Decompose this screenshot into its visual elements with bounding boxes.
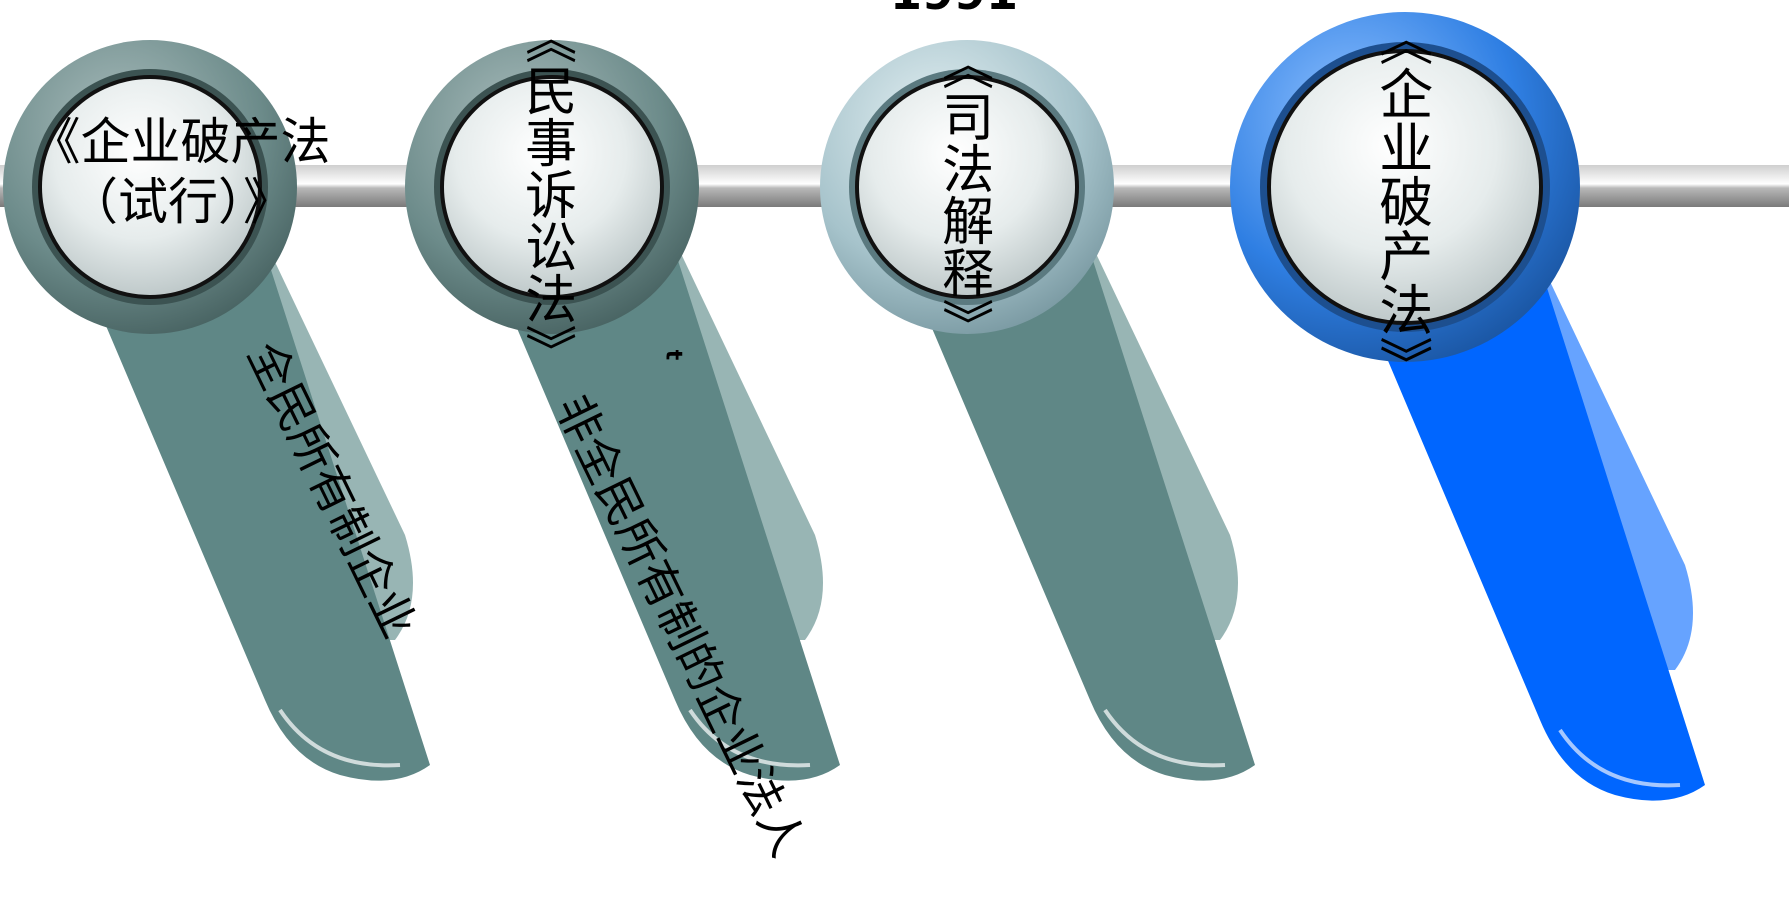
milestone-3-law: 《司法解释》 [932, 38, 993, 350]
milestone-tab-1 [95, 220, 430, 781]
milestone-1-law: 《企业破产法（试行）》 [30, 113, 331, 231]
milestone-4-law: 《企业破产法》 [1369, 12, 1433, 390]
milestone-2-law: 《民事诉讼法》 [515, 12, 576, 376]
milestone-circle-4 [1230, 12, 1580, 362]
milestone-circle-2 [405, 40, 699, 334]
milestone-circle-1 [3, 40, 297, 334]
milestone-2-note: t [660, 349, 686, 361]
milestone-circle-3 [820, 40, 1114, 334]
milestone-tab-3 [920, 220, 1255, 781]
milestone-tab-4 [1375, 250, 1705, 801]
timeline-year-label: 1991 [890, 0, 1018, 16]
milestone-tab-2 [505, 220, 840, 781]
